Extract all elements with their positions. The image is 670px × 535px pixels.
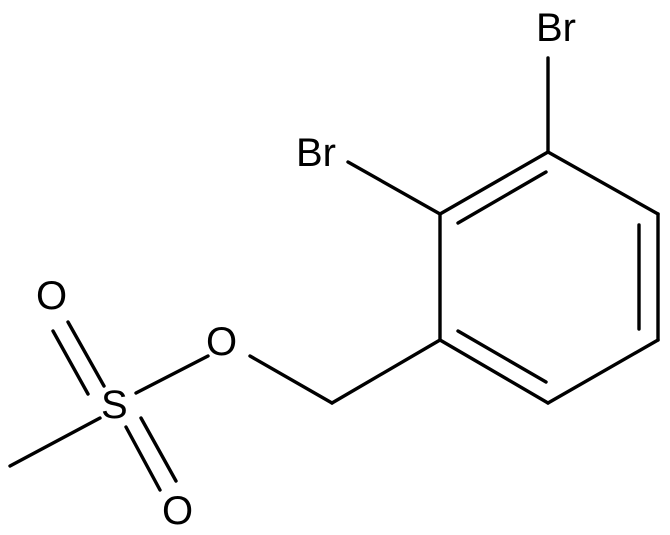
atom-label-o-ether: O: [206, 320, 237, 364]
atom-label-br-top: Br: [536, 6, 576, 50]
bond-ch2-o: [248, 354, 334, 405]
bond-o-s: [134, 354, 210, 395]
ring-bond-c1-c2-inner: [456, 170, 548, 225]
bond-s-o-lower-a: [139, 416, 178, 483]
bond-s-o-upper-a: [66, 320, 106, 388]
bond-s-methyl: [8, 416, 102, 468]
bond-s-o-lower-b: [124, 425, 162, 492]
atom-label-br-left: Br: [296, 131, 336, 175]
atom-label-s: S: [101, 383, 128, 427]
benzene-ring: [438, 150, 660, 405]
ring-bond-c5-c6: [438, 338, 550, 405]
ring-bond-c1-c2: [438, 150, 550, 216]
ring-bond-c5-c6-inner: [456, 329, 548, 384]
ring-bond-c4-c5: [546, 338, 660, 405]
bond-s-o-upper-b: [51, 329, 90, 396]
bond-c6-ch2: [330, 338, 442, 405]
atom-label-o-lower: O: [162, 489, 193, 533]
ring-bond-c2-c3: [546, 150, 660, 216]
atom-label-o-upper: O: [36, 274, 67, 318]
bond-c1-br-left: [346, 160, 442, 216]
